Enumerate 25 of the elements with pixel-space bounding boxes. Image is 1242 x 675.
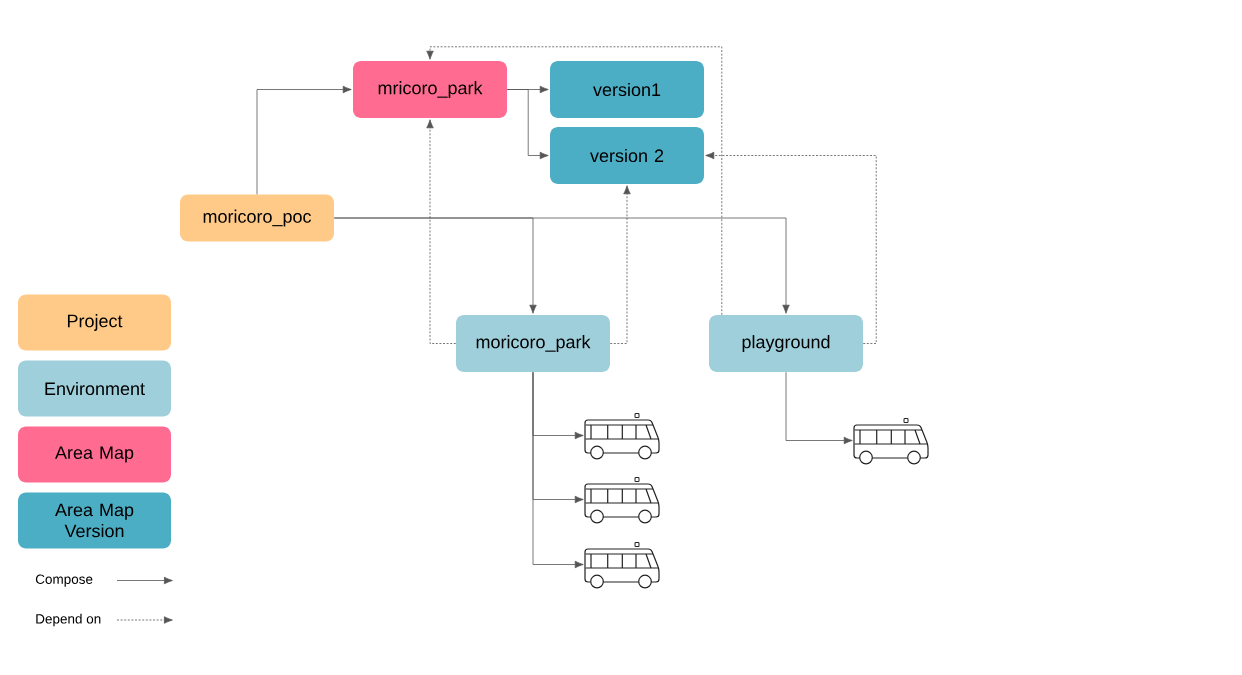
dotted-arrow bbox=[426, 119, 457, 344]
legend-label: Depend on bbox=[36, 613, 101, 627]
dotted-arrow bbox=[426, 46, 723, 316]
legend-key: Project bbox=[18, 294, 171, 351]
arrow bbox=[506, 89, 549, 160]
bus-icon bbox=[584, 477, 660, 524]
bus-icon bbox=[584, 542, 660, 589]
project-box: moricoro_poc bbox=[180, 194, 334, 242]
legend-key: Area Map bbox=[18, 426, 171, 483]
environment-box: playground bbox=[709, 315, 863, 372]
dotted-arrow bbox=[609, 185, 631, 344]
legend-label: Compose bbox=[35, 574, 93, 587]
arrow bbox=[333, 217, 790, 314]
arrow bbox=[256, 85, 352, 195]
bus-icon bbox=[584, 413, 660, 460]
version-box: version 2 bbox=[550, 127, 704, 184]
dotted-arrow bbox=[705, 151, 877, 344]
arrow bbox=[532, 371, 584, 569]
map-box: mricoro_park bbox=[353, 61, 507, 118]
legend-key: Environment bbox=[18, 360, 171, 417]
arrow bbox=[785, 371, 853, 445]
legend-key: Area Map Version bbox=[18, 492, 171, 549]
bus-icon bbox=[853, 418, 929, 465]
environment-box: moricoro_park bbox=[456, 315, 610, 372]
version-box: version1 bbox=[550, 61, 704, 118]
